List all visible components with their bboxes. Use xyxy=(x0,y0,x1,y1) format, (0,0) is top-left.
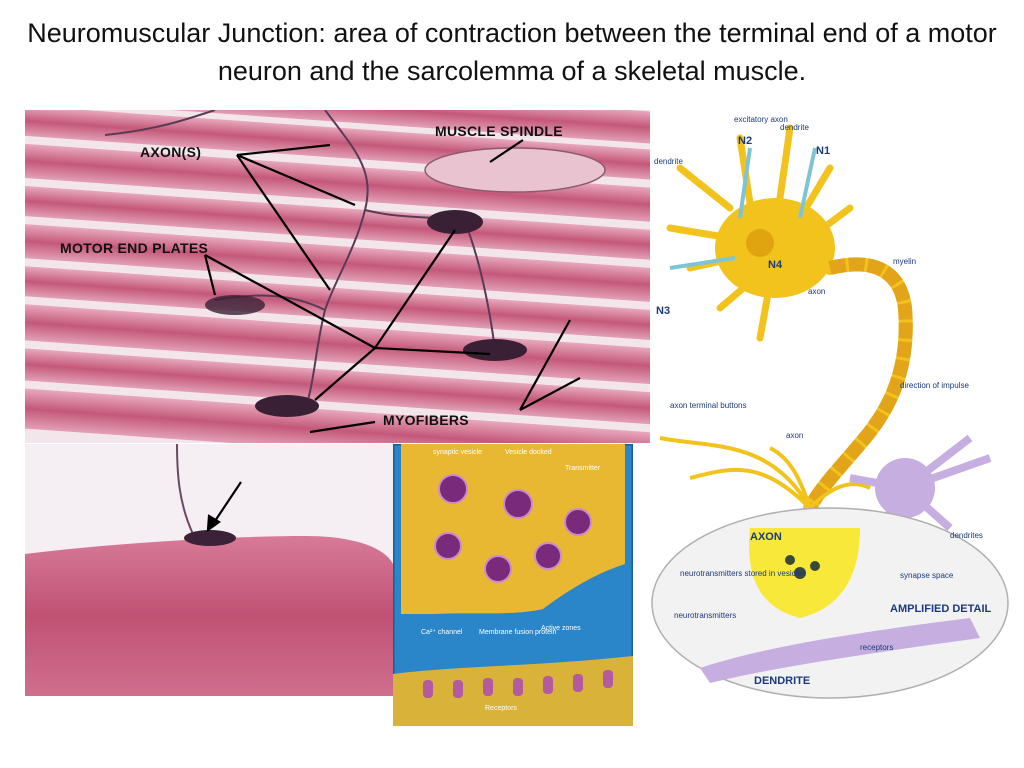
pointer-arrows xyxy=(203,139,581,434)
synaptic-vesicles xyxy=(434,474,592,583)
dendrites-lavender xyxy=(849,434,992,531)
pointer-arrow xyxy=(206,481,242,533)
neurotransmitters-label: neurotransmitters xyxy=(674,611,736,620)
dendrites-label: dendrites xyxy=(950,531,983,540)
blue-dendrites xyxy=(669,147,817,270)
myofiber-bands xyxy=(25,110,650,443)
axon-path xyxy=(659,257,913,515)
detail-dendrite-label: DENDRITE xyxy=(754,675,810,687)
n4-label: N4 xyxy=(768,259,783,271)
axon-terminal-buttons-label: axon terminal buttons xyxy=(670,401,747,410)
motor-end-plates-label: MOTOR END PLATES xyxy=(60,240,208,256)
myofibers-label: MYOFIBERS xyxy=(383,412,469,428)
axon-lower-label: axon xyxy=(786,431,803,440)
excitatory-axon-label: excitatory axon xyxy=(734,115,788,124)
slide-title: Neuromuscular Junction: area of contract… xyxy=(27,18,997,86)
neuron-diagram-panel: excitatory axon dendrite dendrite N2 N1 … xyxy=(650,108,1024,710)
receptors-detail-label: receptors xyxy=(860,643,893,652)
detail-axon-terminal xyxy=(749,528,860,618)
muscle-spindle-label: MUSCLE SPINDLE xyxy=(435,123,563,139)
detail-axon-label: AXON xyxy=(750,531,782,543)
motor-end-plates xyxy=(205,210,527,417)
n1-label: N1 xyxy=(816,145,830,157)
vesicle-docked-label: Vesicle docked xyxy=(505,449,552,456)
dendrite-top-label: dendrite xyxy=(780,123,809,132)
direction-of-impulse-label: direction of impulse xyxy=(900,381,969,390)
vesicles-label: neurotransmitters stored in vesicles xyxy=(680,569,806,578)
detail-dendrite xyxy=(700,618,980,683)
single-fiber-panel xyxy=(25,444,393,696)
muscle-fiber xyxy=(25,536,393,696)
micrograph-panel: AXON(S) MUSCLE SPINDLE MOTOR END PLATES … xyxy=(25,110,650,443)
active-zones-label: Active zones xyxy=(541,625,581,632)
muscle-spindle xyxy=(424,147,606,193)
myelin-label: myelin xyxy=(893,257,916,266)
membrane-fusion-label: Membrane fusion protein xyxy=(479,629,557,636)
synapse-illustration-panel: synaptic vesicle Vesicle docked Transmit… xyxy=(393,444,633,726)
synapse-space-label: synapse space xyxy=(900,571,954,580)
ca-channel-label: Ca²⁺ channel xyxy=(421,629,463,636)
neuron-n4 xyxy=(666,124,854,342)
axon-mid-label: axon xyxy=(808,287,825,296)
amplified-detail-label: AMPLIFIED DETAIL xyxy=(890,603,992,615)
n3-label: N3 xyxy=(656,305,670,317)
nerve-fiber xyxy=(176,444,194,535)
transmitter-label: Transmitter xyxy=(565,465,601,472)
dendrite-left-label: dendrite xyxy=(654,157,683,166)
axons-label: AXON(S) xyxy=(140,144,201,160)
receptors xyxy=(423,670,613,698)
synaptic-vesicle-label: synaptic vesicle xyxy=(433,449,482,456)
receptors-label: Receptors xyxy=(485,705,517,712)
end-plate xyxy=(184,530,236,546)
n2-label: N2 xyxy=(738,135,752,147)
